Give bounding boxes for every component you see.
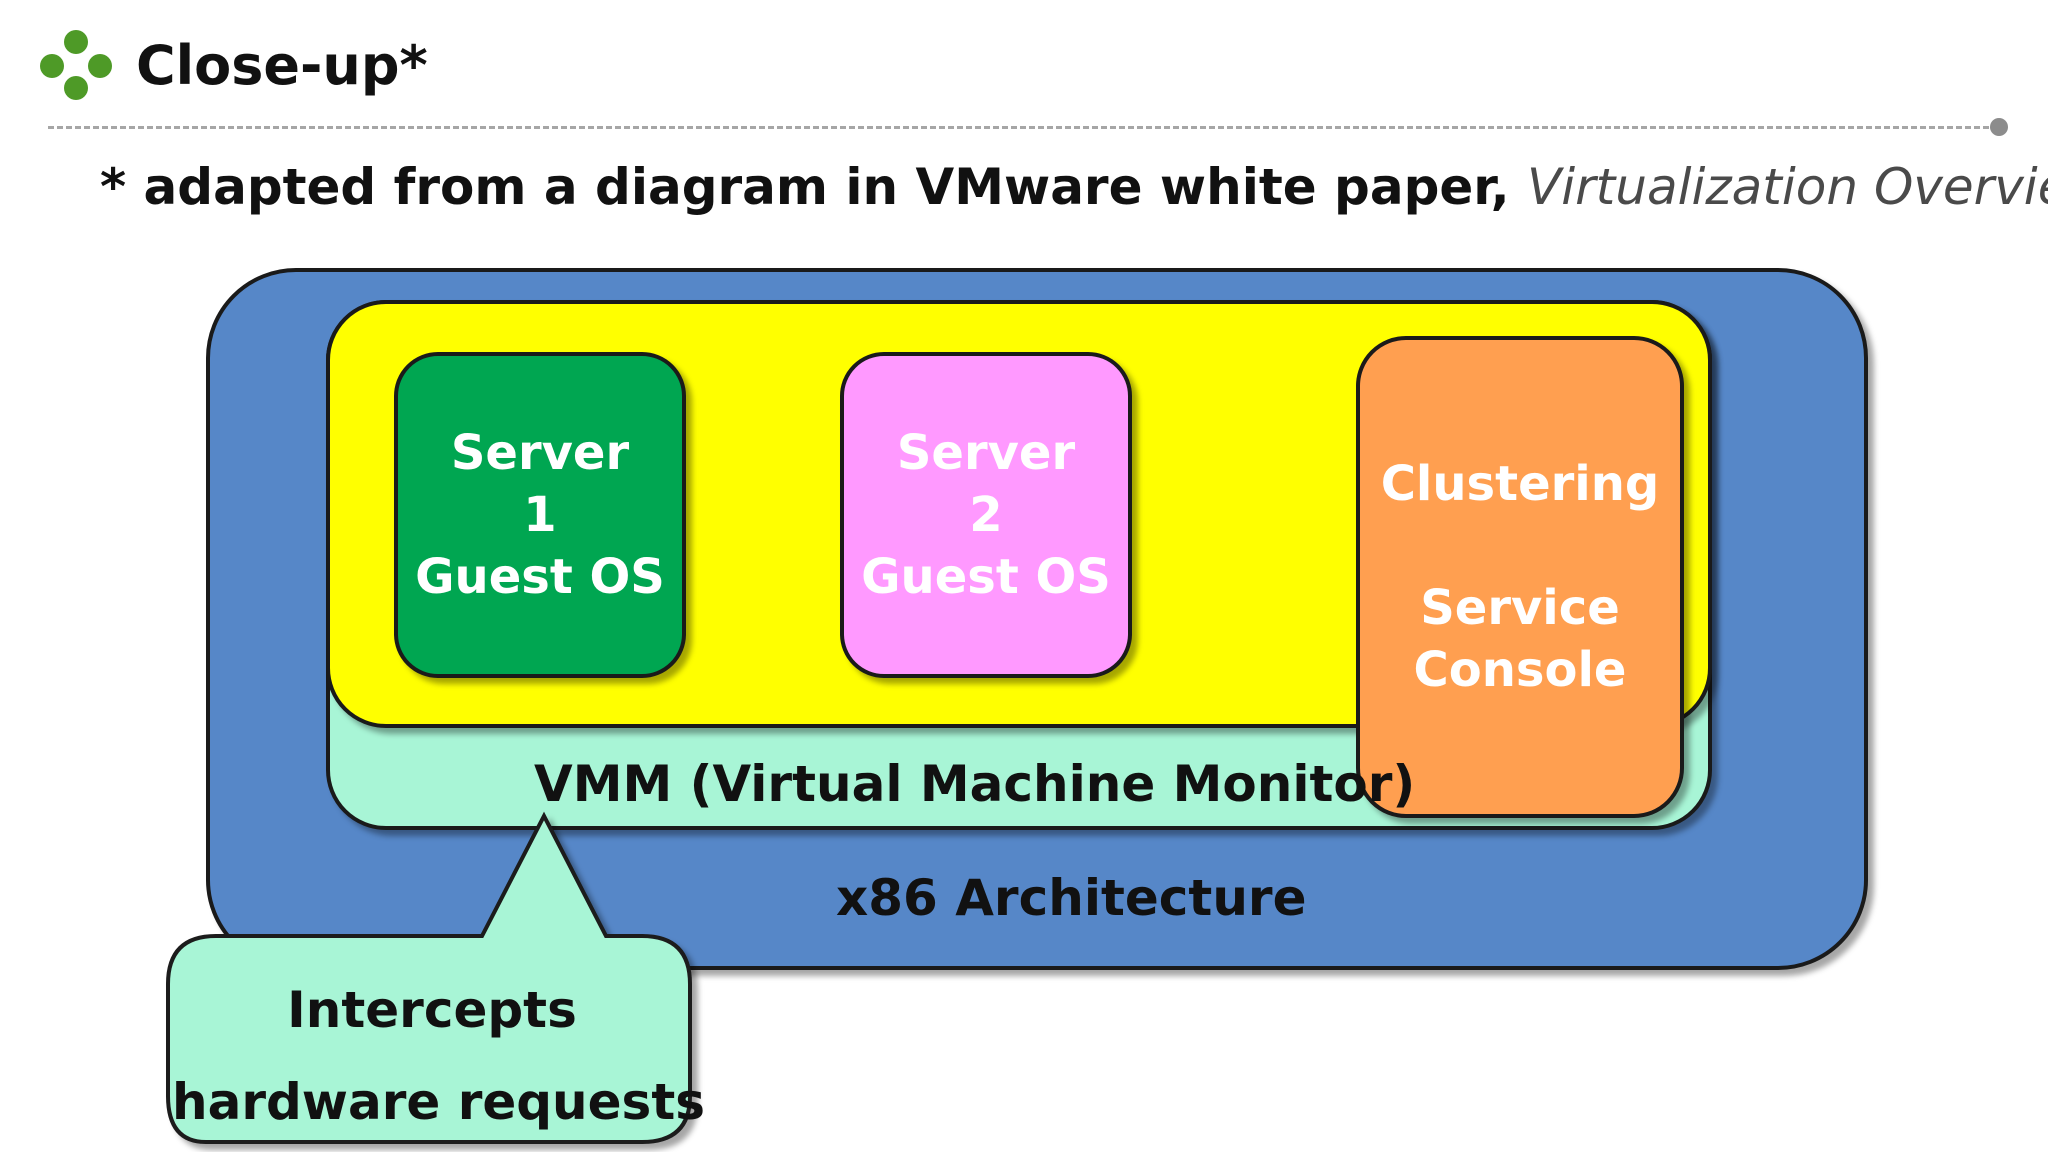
service-console-box: Clustering Service Console [1356, 336, 1684, 818]
server-1-label-line3: Guest OS [415, 549, 665, 605]
vmm-label: VMM (Virtual Machine Monitor) [534, 755, 1416, 813]
service-console-label-line2: Service [1420, 580, 1620, 636]
subtitle-paper-title: Virtualization Overview [1527, 158, 2048, 216]
server-2-guest-os-box: Server 2 Guest OS [840, 352, 1132, 678]
slide-title: Close-up* [136, 34, 428, 97]
server-1-label-line1: Server [450, 425, 630, 481]
server-1-label-line2: 1 [523, 487, 557, 543]
divider-end-dot [1990, 118, 2008, 136]
service-console-label-line1: Clustering [1380, 456, 1660, 512]
callout-text: Intercepts hardware requests [172, 964, 705, 1148]
subtitle-source-text: * adapted from a diagram in VMware white… [100, 158, 1510, 216]
four-dot-clover-icon [40, 30, 112, 100]
callout-line1: Intercepts [287, 981, 577, 1039]
callout-bubble-shape [166, 811, 692, 1144]
service-console-label-line3: Console [1413, 642, 1627, 698]
server-2-label-line3: Guest OS [861, 549, 1111, 605]
intercepts-callout [166, 811, 692, 1144]
title-divider [48, 126, 1998, 129]
x86-architecture-label: x86 Architecture [836, 869, 1307, 927]
server-2-label-line2: 2 [969, 487, 1003, 543]
server-1-guest-os-box: Server 1 Guest OS [394, 352, 686, 678]
server-2-label-line1: Server [896, 425, 1076, 481]
slide-subtitle: * adapted from a diagram in VMware white… [100, 152, 2048, 222]
callout-line2: hardware requests [172, 1073, 705, 1131]
